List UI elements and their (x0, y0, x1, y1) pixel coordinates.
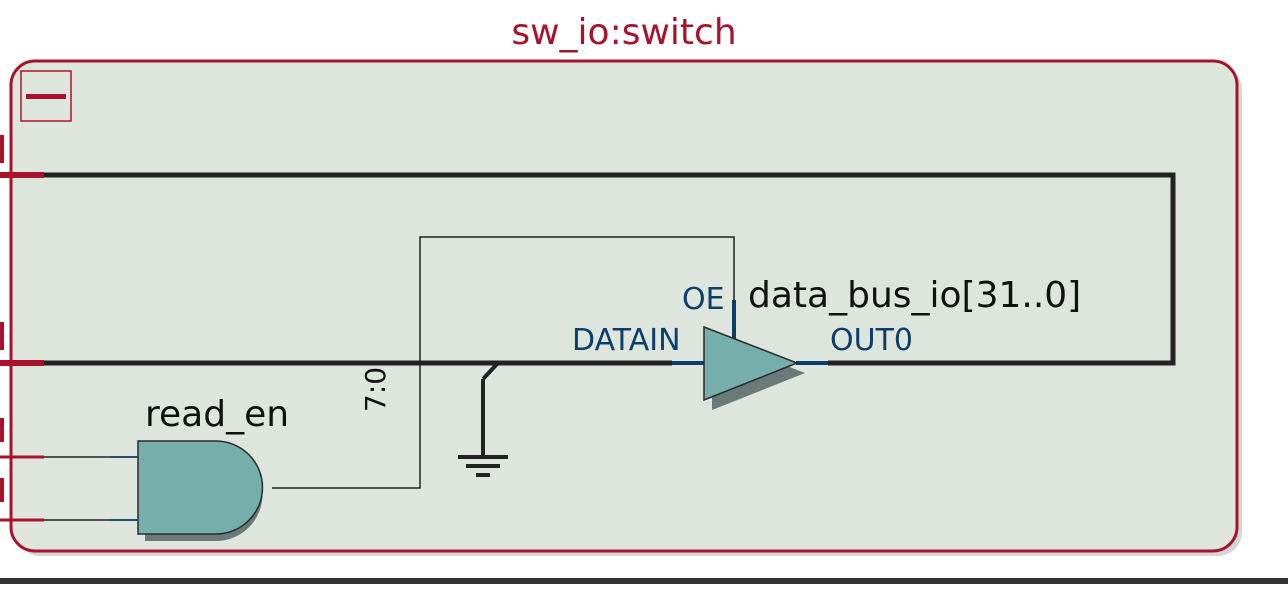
gate-instance-label: read_en (145, 394, 289, 435)
bus-slice-label: 7:0 (359, 367, 392, 412)
ground-symbol (458, 361, 508, 477)
module-box[interactable] (9, 59, 1239, 553)
enable-wire[interactable] (272, 236, 735, 489)
oe-pin-label: OE (682, 282, 725, 317)
bottom-divider (0, 578, 1288, 584)
left-ports (0, 135, 44, 522)
module-title: sw_io:switch (511, 12, 736, 53)
and-gate[interactable] (110, 440, 264, 541)
out-pin-label: OUT0 (830, 323, 913, 358)
datain-pin-label: DATAIN (572, 323, 681, 358)
minus-icon (26, 94, 66, 99)
output-bus-wire[interactable] (44, 172, 1176, 366)
collapse-button[interactable] (20, 70, 72, 122)
port-stub (0, 478, 4, 502)
port-stub (0, 322, 4, 350)
buffer-instance-label: data_bus_io[31..0] (748, 275, 1081, 316)
bus-wires (44, 172, 1176, 366)
port-stub (0, 418, 4, 442)
port-stub (0, 135, 4, 163)
tri-state-buffer[interactable] (672, 300, 828, 410)
